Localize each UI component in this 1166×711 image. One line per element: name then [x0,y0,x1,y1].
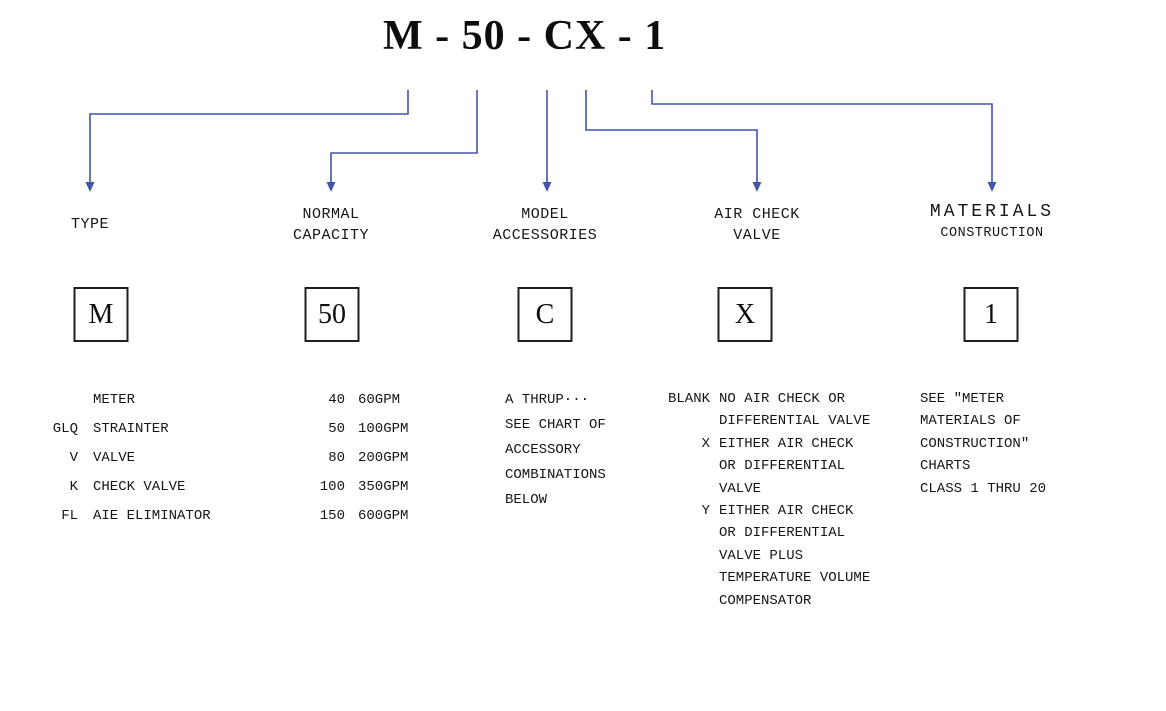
item-code: BLANK [667,391,710,407]
list-line: CLASS 1 THRU 20 [920,480,1047,497]
item-code: 50 [328,421,345,437]
legend-list-accessories: A THRUP··· SEE CHART OF ACCESSORY COMBINATI… [505,388,606,513]
item-text: 100GPM [358,421,409,437]
arrow-to-materials [651,90,997,192]
item-code: Y [701,503,710,520]
item-text: 350GPM [358,479,409,495]
label-line: MODEL [521,206,569,223]
label-line: VALVE [733,227,781,244]
label-line: TYPE [70,216,110,233]
code-box-accessories: C [517,287,573,342]
legend-list-type: METER GLQ STRAINTER V VALVE K CHECK VALVE FL AIE… [40,386,211,531]
item-text: CHECK VALVE [93,479,186,495]
code-box-air-check: X [717,287,773,342]
list-line: BELOW [505,492,548,508]
column-label-air-check: AIR CHECK VALVE [714,204,800,246]
column-label-capacity: NORMAL CAPACITY [293,204,369,246]
arrow-to-capacity [326,90,478,192]
list-line: COMBINATIONS [505,467,606,483]
item-text: 600GPM [358,508,409,524]
column-label-type: TYPE [71,214,109,235]
item-text: VALVE [93,450,136,466]
column-label-accessories: MODEL ACCESSORIES [493,204,598,246]
list-line: SEE CHART OF [505,417,606,433]
label-line: NORMAL [302,206,360,223]
code-box-capacity: 50 [304,287,360,342]
item-text: 200GPM [358,450,409,466]
list-item: V VALVE [40,444,211,473]
label-line: AIR CHECK [714,206,800,223]
item-text: AIE ELIMINATOR [93,508,211,524]
arrow-to-type [85,90,409,192]
item-text: 60GPM [358,392,401,408]
list-item: K CHECK VALVE [40,473,211,502]
list-item: 100 350GPM [293,473,409,502]
arrow-to-air-check [585,90,762,192]
list-line: A THRUP··· [505,392,590,408]
list-item: 40 60GPM [293,386,408,415]
list-line: CHARTS [920,458,971,475]
label-line: MATERIALS [929,202,1055,222]
item-code: K [69,479,78,495]
item-text: STRAINTER [93,421,169,437]
list-item: GLQ STRAINTER [40,415,211,444]
code-box-type: M [73,287,129,342]
item-code: V [69,450,78,466]
label-line: CAPACITY [292,227,370,244]
item-code: 80 [328,450,345,466]
model-number-title: M - 50 - CX - 1 [383,13,667,59]
label-line: CONSTRUCTION [940,226,1044,241]
list-item: FL AIE ELIMINATOR [40,502,211,531]
label-line: ACCESSORIES [492,227,598,244]
list-item: 80 200GPM [293,444,408,473]
item-code: 40 [328,392,345,408]
item-code: 150 [319,508,345,524]
list-line: CONSTRUCTION″ [920,435,1030,452]
list-line: ACCESSORY [505,442,581,458]
legend-list-capacity: 40 60GPM 50 100GPM 80 200GPM 100 350GPM 150 600GP… [293,386,409,531]
list-item: 150 600GPM [293,502,409,531]
item-code: X [701,435,710,452]
item-text: METER [93,392,136,408]
code-box-materials: 1 [963,287,1019,342]
list-line: MATERIALS OF [920,413,1021,430]
list-line: SEE ″METER [920,391,1005,407]
item-code: FL [61,508,78,524]
list-item: 50 100GPM [293,415,408,444]
legend-list-materials: SEE ″METER MATERIALS OF CONSTRUCTION″ CHART… [920,388,1046,500]
item-code: GLQ [52,421,78,437]
column-label-materials: MATERIALS CONSTRUCTION [930,202,1054,244]
item-code: 100 [319,479,345,495]
list-item: METER [40,386,211,415]
